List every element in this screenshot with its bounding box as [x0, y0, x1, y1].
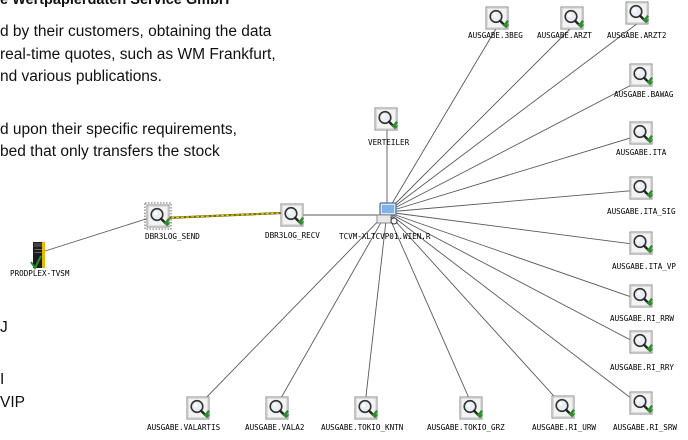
- server-tower-icon: [30, 241, 46, 269]
- background-text-heading: e Wertpapierdaten Service GmbH: [0, 0, 230, 8]
- computer-hub-icon: [376, 202, 400, 226]
- magnifier-queue-icon: [628, 390, 655, 416]
- node-dbr3log-recv[interactable]: DBR3LOG_RECV: [265, 202, 320, 240]
- node-ausgabe-arzt[interactable]: AUSGABE.ARZT: [537, 5, 592, 40]
- node-ausgabe-ita-vp[interactable]: AUSGABE.ITA_VP: [612, 230, 676, 271]
- background-text-line: bed that only transfers the stock: [0, 143, 220, 160]
- background-text-line: d by their customers, obtaining the data: [0, 23, 272, 40]
- node-dbr3log-send[interactable]: DBR3LOG_SEND: [144, 202, 200, 241]
- magnifier-queue-icon: [145, 203, 172, 229]
- magnifier-queue-icon: [628, 230, 655, 256]
- magnifier-queue-icon: [484, 5, 511, 31]
- node-label-ausgabe-arzt: AUSGABE.ARZT: [537, 31, 592, 40]
- edges: [41, 22, 642, 406]
- magnifier-queue-icon: [628, 329, 655, 355]
- node-label-hub: TCVM-XLTCVP01.WIEN.R: [339, 232, 431, 241]
- magnifier-queue-icon: [628, 62, 655, 88]
- node-ausgabe-ri-urw[interactable]: AUSGABE.RI_URW: [532, 394, 596, 432]
- node-ausgabe-valartis[interactable]: AUSGABE.VALARTIS: [147, 395, 221, 432]
- magnifier-queue-icon: [550, 394, 577, 420]
- magnifier-queue-icon: [185, 395, 212, 421]
- node-label-ausgabe-bawag: AUSGABE.BAWAG: [614, 90, 674, 99]
- node-ausgabe-ita-sig[interactable]: AUSGABE.ITA_SIG: [607, 175, 676, 216]
- background-text-fragment: VIP: [0, 394, 25, 411]
- background-text-fragment: J: [0, 319, 8, 336]
- magnifier-queue-icon: [628, 120, 655, 146]
- magnifier-queue-icon: [628, 175, 655, 201]
- magnifier-queue-icon: [353, 395, 380, 421]
- node-ausgabe-ri-srw[interactable]: AUSGABE.RI_SRW: [613, 390, 677, 432]
- node-label-dbr3log-recv: DBR3LOG_RECV: [265, 231, 320, 240]
- magnifier-queue-icon: [624, 0, 651, 26]
- node-ausgabe-3beg[interactable]: AUSGABE.3BEG: [468, 5, 523, 40]
- magnifier-queue-icon: [373, 106, 400, 132]
- node-verteiler[interactable]: VERTEILER: [368, 106, 410, 147]
- node-ausgabe-tokio-kntn[interactable]: AUSGABE.TOKIO_KNTN: [321, 395, 404, 432]
- node-ausgabe-bawag[interactable]: AUSGABE.BAWAG: [614, 62, 674, 99]
- magnifier-queue-icon: [279, 202, 306, 228]
- node-label-ausgabe-valartis: AUSGABE.VALARTIS: [147, 423, 221, 432]
- node-label-ausgabe-ri-rry: AUSGABE.RI_RRY: [610, 363, 674, 372]
- node-label-ausgabe-tokio-kntn: AUSGABE.TOKIO_KNTN: [321, 423, 404, 432]
- node-ausgabe-ri-rrw[interactable]: AUSGABE.RI_RRW: [610, 283, 674, 323]
- magnifier-queue-icon: [458, 395, 485, 421]
- magnifier-queue-icon: [559, 5, 586, 31]
- node-label-prodplex: PRODPLEX-TVSM: [10, 269, 70, 278]
- node-label-ausgabe-tokio-grz: AUSGABE.TOKIO_GRZ: [427, 423, 505, 432]
- background-text-line: d upon their specific requirements,: [0, 121, 237, 138]
- background-text-line: real-time quotes, such as WM Frankfurt,: [0, 46, 276, 63]
- node-label-dbr3log-send: DBR3LOG_SEND: [145, 232, 200, 241]
- node-label-ausgabe-ri-srw: AUSGABE.RI_SRW: [613, 423, 677, 432]
- background-text-line: nd various publications.: [0, 68, 162, 85]
- node-label-ausgabe-ri-rrw: AUSGABE.RI_RRW: [610, 314, 674, 323]
- node-label-verteiler: VERTEILER: [368, 138, 410, 147]
- node-ausgabe-tokio-grz[interactable]: AUSGABE.TOKIO_GRZ: [427, 395, 505, 432]
- node-ausgabe-ri-rry[interactable]: AUSGABE.RI_RRY: [610, 329, 674, 372]
- node-label-ausgabe-ita-vp: AUSGABE.ITA_VP: [612, 262, 676, 271]
- node-label-ausgabe-vala2: AUSGABE.VALA2: [245, 423, 304, 432]
- node-prodplex[interactable]: PRODPLEX-TVSM: [10, 241, 70, 278]
- node-label-ausgabe-ita: AUSGABE.ITA: [616, 148, 667, 157]
- node-label-ausgabe-ri-urw: AUSGABE.RI_URW: [532, 423, 596, 432]
- node-ausgabe-vala2[interactable]: AUSGABE.VALA2: [245, 395, 304, 432]
- node-label-ausgabe-ita-sig: AUSGABE.ITA_SIG: [607, 207, 676, 216]
- node-label-ausgabe-arzt2: AUSGABE.ARZT2: [607, 31, 666, 40]
- node-ausgabe-arzt2[interactable]: AUSGABE.ARZT2: [607, 0, 666, 40]
- magnifier-queue-icon: [264, 395, 291, 421]
- background-text-fragment: I: [0, 371, 5, 388]
- node-hub[interactable]: TCVM-XLTCVP01.WIEN.R: [339, 202, 431, 241]
- node-label-ausgabe-3beg: AUSGABE.3BEG: [468, 31, 523, 40]
- magnifier-queue-icon: [628, 283, 655, 309]
- node-ausgabe-ita[interactable]: AUSGABE.ITA: [616, 120, 667, 157]
